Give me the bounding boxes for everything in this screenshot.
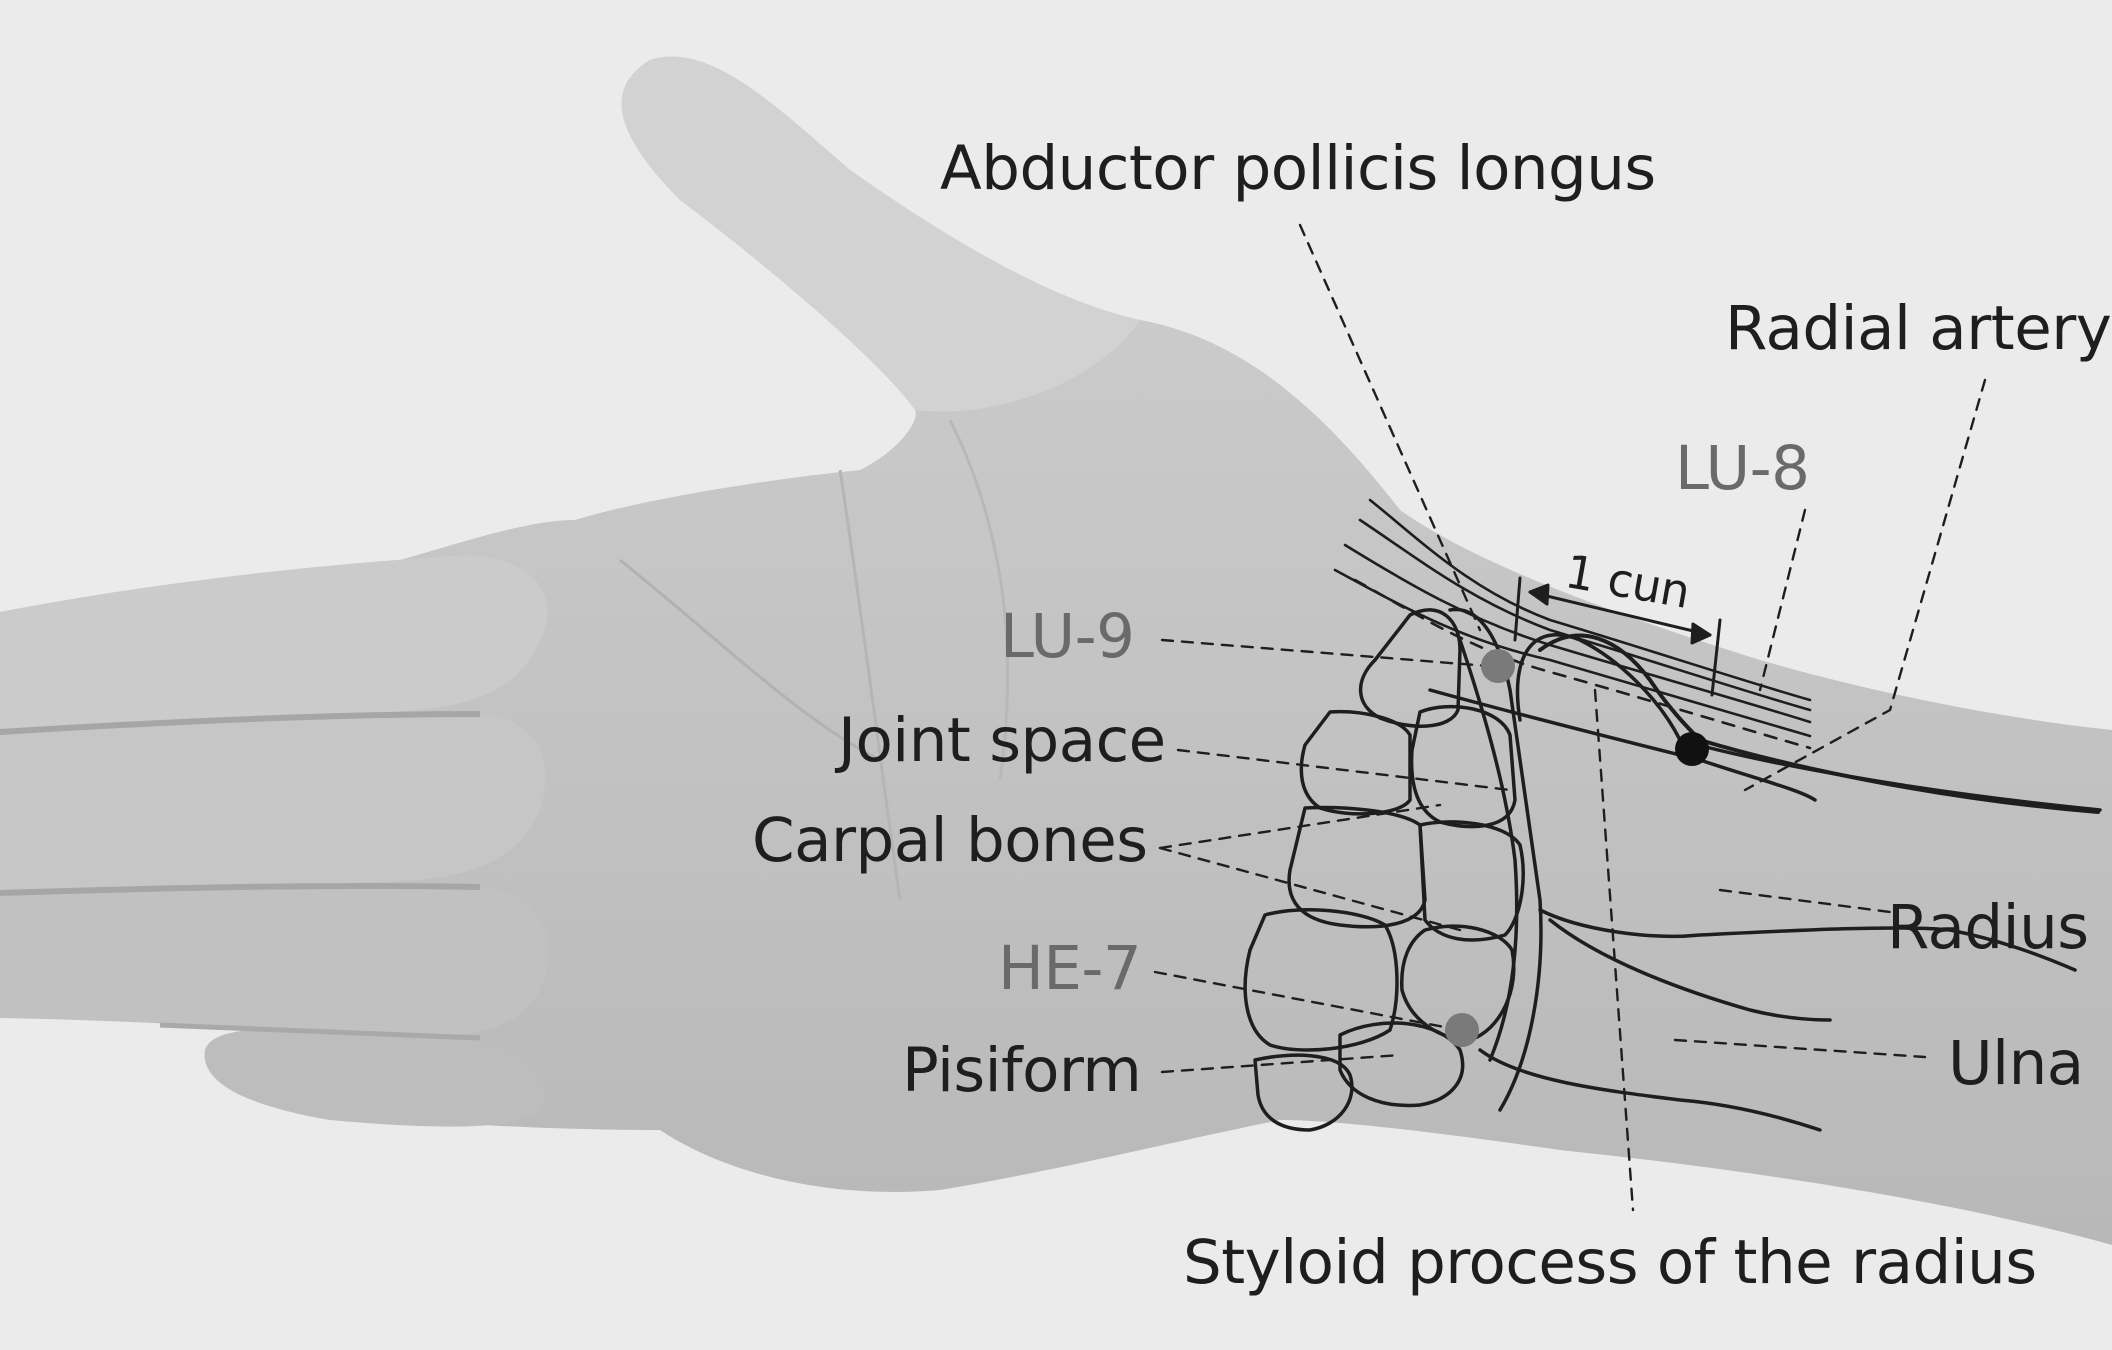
finger-gap bbox=[0, 711, 481, 735]
cun-arrowhead-left bbox=[1528, 583, 1550, 606]
finger-gap bbox=[159, 1022, 481, 1041]
thumb bbox=[621, 56, 1140, 412]
index-finger bbox=[0, 555, 548, 735]
leader-ulna bbox=[1673, 1038, 1927, 1059]
label-radial-artery: Radial artery bbox=[1725, 293, 2112, 364]
leader-styloid bbox=[1593, 688, 1635, 1212]
carpal-bone bbox=[1287, 805, 1427, 929]
hand-photo bbox=[0, 56, 2112, 1246]
label-carpal-bones: Carpal bones bbox=[752, 805, 1148, 876]
label-lu8: LU-8 bbox=[1675, 433, 1810, 504]
he7-point bbox=[1445, 1013, 1479, 1047]
pisiform-bone bbox=[1338, 1021, 1465, 1108]
lu9-point bbox=[1481, 649, 1515, 683]
leader-he7 bbox=[1153, 970, 1462, 1032]
finger-gap bbox=[0, 882, 481, 896]
middle-finger bbox=[0, 712, 546, 895]
carpal-bones-outlines bbox=[1243, 607, 1543, 1132]
ulna-lower bbox=[1478, 1048, 1822, 1132]
scaphoid-bone bbox=[1448, 607, 1543, 1112]
leader-abductor bbox=[1298, 223, 1482, 632]
carpal-bone bbox=[1253, 1053, 1354, 1132]
cun-tick-left bbox=[1513, 576, 1522, 642]
tendon-line bbox=[1353, 578, 1812, 750]
carpal-bone bbox=[1418, 820, 1525, 942]
label-lu9: LU-9 bbox=[1000, 601, 1135, 672]
leader-lu8 bbox=[1758, 508, 1807, 692]
cun-arrowhead-right bbox=[1690, 622, 1712, 645]
carpal-bone bbox=[1243, 908, 1399, 1052]
label-styloid-process: Styloid process of the radius bbox=[1183, 1227, 2037, 1298]
label-abductor-pollicis-longus: Abductor pollicis longus bbox=[940, 133, 1656, 204]
tendon-line bbox=[1358, 518, 1812, 712]
label-ulna: Ulna bbox=[1948, 1028, 2084, 1099]
label-pisiform: Pisiform bbox=[902, 1035, 1142, 1106]
leader-radius bbox=[1718, 888, 1892, 914]
leader-lines bbox=[1153, 223, 1987, 1212]
tendon-line bbox=[1368, 498, 1812, 702]
palm-crease bbox=[838, 469, 902, 901]
cun-tick-right bbox=[1710, 618, 1722, 697]
leader-pisiform bbox=[1160, 1053, 1402, 1074]
label-radius: Radius bbox=[1887, 892, 2089, 963]
little-finger bbox=[204, 1028, 545, 1127]
radius-lower bbox=[1538, 908, 2077, 972]
label-he7: HE-7 bbox=[998, 933, 1142, 1004]
ring-finger bbox=[0, 883, 549, 1036]
tendons bbox=[1333, 498, 1812, 750]
leader-lu9 bbox=[1160, 638, 1490, 668]
carpal-bone bbox=[1358, 608, 1462, 728]
cun-arrow-line bbox=[1528, 590, 1712, 637]
one-cun-measure bbox=[1513, 576, 1722, 697]
leader-carpal-bones-1 bbox=[1158, 803, 1442, 850]
leader-joint-space bbox=[1176, 748, 1512, 792]
palm-crease bbox=[948, 419, 1010, 781]
lu8-point bbox=[1675, 732, 1709, 766]
carpal-bone bbox=[1409, 704, 1517, 829]
leader-radial-artery bbox=[1743, 378, 1987, 792]
ulna-upper bbox=[1548, 918, 1832, 1022]
leader-carpal-bones-2 bbox=[1158, 846, 1462, 932]
anatomy-overlay bbox=[1153, 223, 2102, 1212]
label-joint-space: Joint space bbox=[838, 705, 1166, 776]
palm-crease bbox=[619, 558, 881, 762]
